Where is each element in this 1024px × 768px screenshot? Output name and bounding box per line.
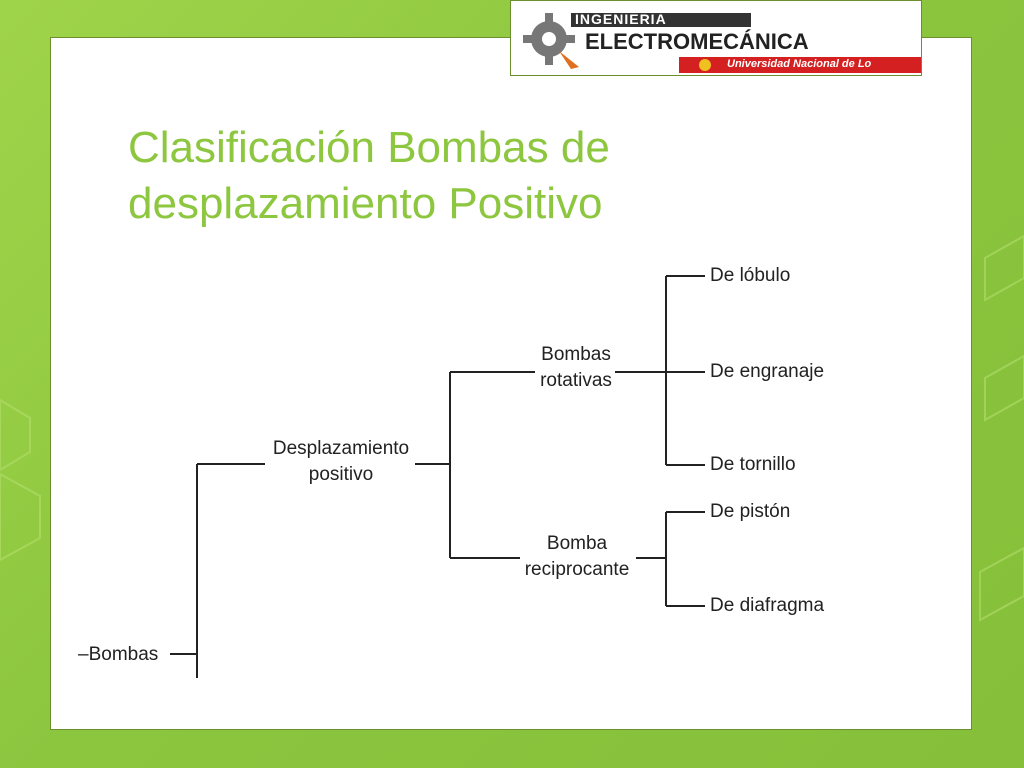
node-rotativas-line-2: rotativas — [540, 370, 612, 391]
slide-title-line-2: desplazamiento Positivo — [128, 179, 603, 228]
node-reciprocante-line-1: Bomba — [546, 533, 608, 554]
node-desplazamiento-positivo: Desplazamiento positivo — [266, 436, 416, 488]
node-bomba-reciprocante: Bomba reciprocante — [512, 531, 642, 583]
slide-panel — [50, 37, 972, 730]
node-reciprocante-line-2: reciprocante — [524, 559, 630, 580]
leaf-de-lobulo: De lóbulo — [710, 265, 791, 286]
leaf-de-engranaje: De engranaje — [710, 361, 825, 382]
university-logo: INGENIERIA ELECTROMECÁNICA Universidad N… — [510, 0, 922, 76]
logo-top-text: INGENIERIA — [575, 11, 667, 27]
leaf-de-tornillo: De tornillo — [710, 454, 796, 475]
logo-top-bar — [571, 13, 751, 27]
node-bombas-label: Bombas — [88, 644, 159, 665]
leaf-de-piston: De pistón — [710, 501, 791, 522]
logo-bottom-text: Universidad Nacional de Lo — [727, 58, 872, 70]
node-bombas: –Bombas — [78, 644, 159, 665]
node-bombas-rotativas: Bombas rotativas — [526, 342, 626, 394]
node-desplazamiento-line-2: positivo — [308, 464, 374, 485]
slide-title: Clasificación Bombas de desplazamiento P… — [128, 120, 828, 232]
slide-title-line-1: Clasificación Bombas de — [128, 123, 610, 172]
node-desplazamiento-line-1: Desplazamiento — [272, 438, 410, 459]
node-rotativas-line-1: Bombas — [541, 344, 611, 365]
gear-icon — [523, 13, 579, 69]
logo-bottom-bar — [679, 57, 921, 73]
university-seal-icon — [699, 59, 711, 71]
leaf-de-diafragma: De diafragma — [710, 595, 825, 616]
logo-main-text: ELECTROMECÁNICA — [585, 29, 809, 54]
